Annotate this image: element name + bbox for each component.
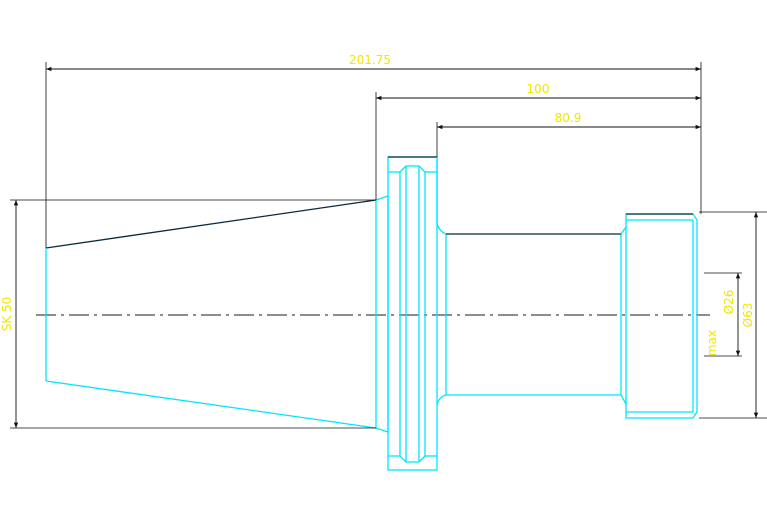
flange xyxy=(375,156,438,471)
taper-top-edge xyxy=(45,199,377,249)
dimension-lines xyxy=(13,66,759,428)
dim-length-100: 100 xyxy=(527,82,550,96)
dim-outer-diameter: Ø63 xyxy=(741,303,755,328)
dim-max-bore: Ø26 xyxy=(722,290,736,315)
dim-taper-size: SK 50 xyxy=(0,297,14,332)
extension-lines xyxy=(10,62,767,429)
dim-max-bore-prefix: max xyxy=(705,330,719,356)
dim-length-80-9: 80.9 xyxy=(555,111,582,125)
taper-shank xyxy=(45,199,377,429)
dim-total-length: 201.75 xyxy=(349,53,391,67)
taper-bottom-edge xyxy=(45,380,377,429)
body xyxy=(436,157,622,405)
dimension-texts: 201.75 100 80.9 SK 50 max Ø26 Ø63 xyxy=(0,53,755,356)
nose xyxy=(620,213,698,419)
